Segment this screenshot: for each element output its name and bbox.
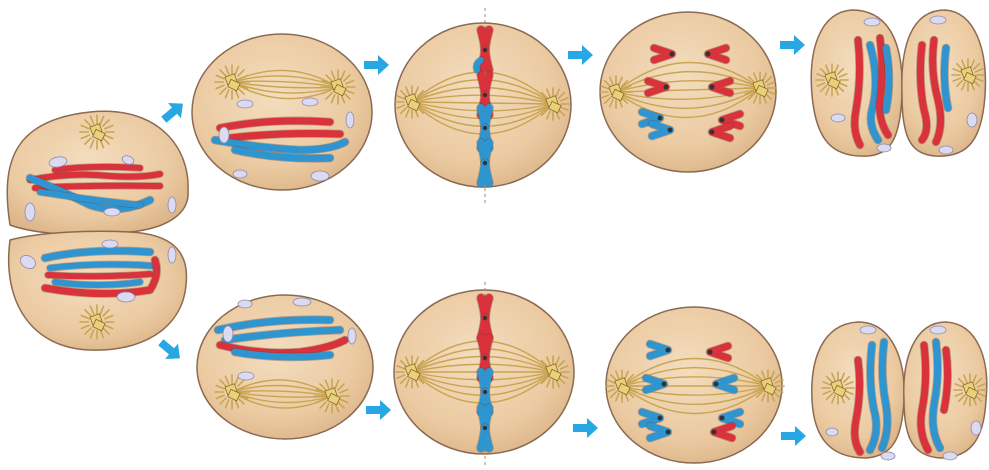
arrow-down-right-icon <box>154 335 186 366</box>
centromere <box>668 128 673 133</box>
vesicle <box>877 144 891 152</box>
centromere <box>483 316 487 320</box>
vesicle <box>102 240 118 248</box>
vesicle <box>302 98 318 106</box>
vesicle <box>104 208 120 216</box>
vesicle <box>826 428 838 436</box>
arrow-shape <box>366 400 391 420</box>
centromere <box>483 48 487 52</box>
vesicle <box>237 100 253 108</box>
centrosome-icon <box>315 379 349 413</box>
chromatid <box>55 167 140 170</box>
vesicle <box>346 112 354 128</box>
centromere <box>706 52 711 57</box>
arrow-shape <box>568 45 593 65</box>
arrow-right-icon <box>573 418 598 438</box>
centromere <box>666 348 671 353</box>
centromere <box>708 350 713 355</box>
vesicle <box>311 171 329 181</box>
centrosome-icon <box>396 86 428 118</box>
vesicle <box>881 452 895 460</box>
arrow-right-icon <box>781 426 806 446</box>
centrosome-icon <box>954 374 986 406</box>
centromere <box>658 416 663 421</box>
arrow-shape <box>364 55 389 75</box>
centromere <box>720 416 725 421</box>
centrosome-icon <box>537 88 569 120</box>
vesicle <box>943 452 957 460</box>
chromatid <box>481 163 489 183</box>
arrow-shape <box>154 335 186 366</box>
vesicle <box>860 326 876 334</box>
centromere <box>714 382 719 387</box>
chromatid <box>50 264 155 268</box>
centromere <box>710 130 715 135</box>
chromatid <box>944 48 948 108</box>
chromatid <box>481 428 489 448</box>
centrosome-icon <box>816 64 848 96</box>
vesicle <box>25 203 35 221</box>
centromere <box>483 390 487 394</box>
centrosome-icon <box>744 72 776 104</box>
arrow-right-icon <box>364 55 389 75</box>
arrow-shape <box>157 96 189 127</box>
centromere <box>664 85 669 90</box>
centrosome-icon <box>215 65 249 99</box>
vesicle <box>348 328 356 344</box>
centromere <box>483 356 487 360</box>
arrow-down-right-icon <box>157 96 189 127</box>
vesicle <box>223 326 233 342</box>
arrow-shape <box>780 35 805 55</box>
vesicle <box>117 292 135 302</box>
centromere <box>658 116 663 121</box>
centromere <box>662 382 667 387</box>
centromere <box>483 161 487 165</box>
chromatid <box>886 48 889 110</box>
vesicle <box>168 247 176 263</box>
centromere <box>666 430 671 435</box>
centromere <box>483 426 487 430</box>
arrow-shape <box>573 418 598 438</box>
vesicle <box>238 372 254 380</box>
centrosome-icon <box>321 70 355 104</box>
centrosome-icon <box>952 59 984 91</box>
centrosome-icon <box>822 372 854 404</box>
vesicle <box>971 421 981 435</box>
centrosome-icon <box>752 370 784 402</box>
arrow-right-icon <box>366 400 391 420</box>
arrow-right-icon <box>568 45 593 65</box>
centrosome-icon <box>537 356 569 388</box>
vesicle <box>293 298 311 306</box>
vesicle <box>233 170 247 178</box>
centromere <box>712 430 717 435</box>
centrosome-icon <box>396 356 428 388</box>
chromatid <box>55 282 140 285</box>
centrosome-icon <box>600 76 632 108</box>
cell-bottom-anaphase <box>606 307 782 463</box>
centromere <box>710 85 715 90</box>
centrosome-icon <box>80 305 114 339</box>
vesicle <box>967 113 977 127</box>
chromatid <box>944 350 948 410</box>
chromatid <box>48 274 150 276</box>
vesicle <box>930 16 946 24</box>
vesicle <box>930 326 946 334</box>
arrow-right-icon <box>780 35 805 55</box>
centromere <box>483 126 487 130</box>
vesicle <box>939 146 953 154</box>
centrosome-icon <box>80 115 114 149</box>
vesicle <box>238 300 252 308</box>
cell-top-prophase <box>192 34 372 190</box>
centromere <box>670 52 675 57</box>
centromere <box>483 93 487 97</box>
centrosome-icon <box>606 370 638 402</box>
vesicle <box>864 18 880 26</box>
vesicle <box>168 197 176 213</box>
vesicle <box>831 114 845 122</box>
centromere <box>720 118 725 123</box>
vesicle <box>219 127 229 143</box>
arrow-shape <box>781 426 806 446</box>
